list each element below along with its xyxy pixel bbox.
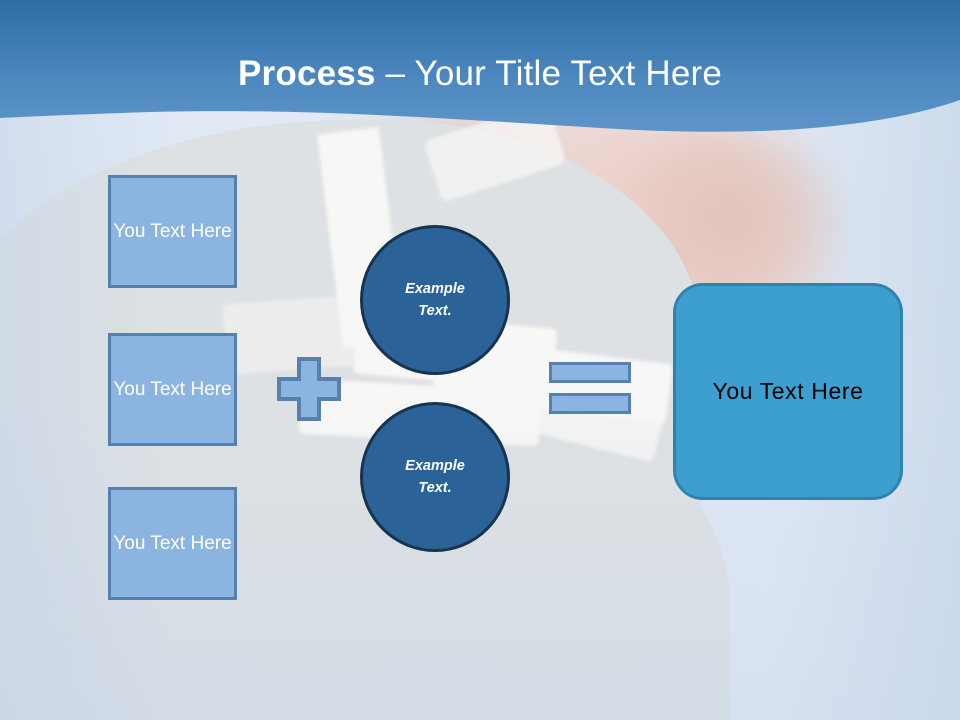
page-title: Process – Your Title Text Here [0, 52, 960, 96]
input-box-3[interactable]: You Text Here [108, 487, 237, 600]
plus-shape [277, 357, 341, 421]
process-circle-1-line2: Text. [418, 303, 452, 319]
result-box[interactable]: You Text Here [673, 283, 903, 500]
equals-bar-bottom [549, 393, 631, 414]
process-circle-2-line2: Text. [418, 480, 452, 496]
header-wave-shape [0, 0, 960, 132]
process-circle-1-line1: Example [405, 281, 465, 297]
page-title-bold: Process [238, 54, 376, 93]
input-box-1-label: You Text Here [113, 221, 232, 242]
process-circle-2-line1: Example [405, 458, 465, 474]
equals-bar-top [549, 362, 631, 383]
input-box-2[interactable]: You Text Here [108, 333, 237, 446]
input-box-3-label: You Text Here [113, 533, 232, 554]
input-box-1[interactable]: You Text Here [108, 175, 237, 288]
equals-icon [549, 362, 631, 414]
result-box-label: You Text Here [712, 378, 864, 404]
plus-icon [277, 357, 341, 421]
process-circle-2[interactable]: Example Text. [360, 402, 510, 552]
process-circle-1[interactable]: Example Text. [360, 225, 510, 375]
page-title-rest: Your Title Text Here [414, 54, 722, 93]
input-box-2-label: You Text Here [113, 379, 232, 400]
page-title-separator: – [375, 54, 415, 93]
header-banner: Process – Your Title Text Here [0, 0, 960, 150]
